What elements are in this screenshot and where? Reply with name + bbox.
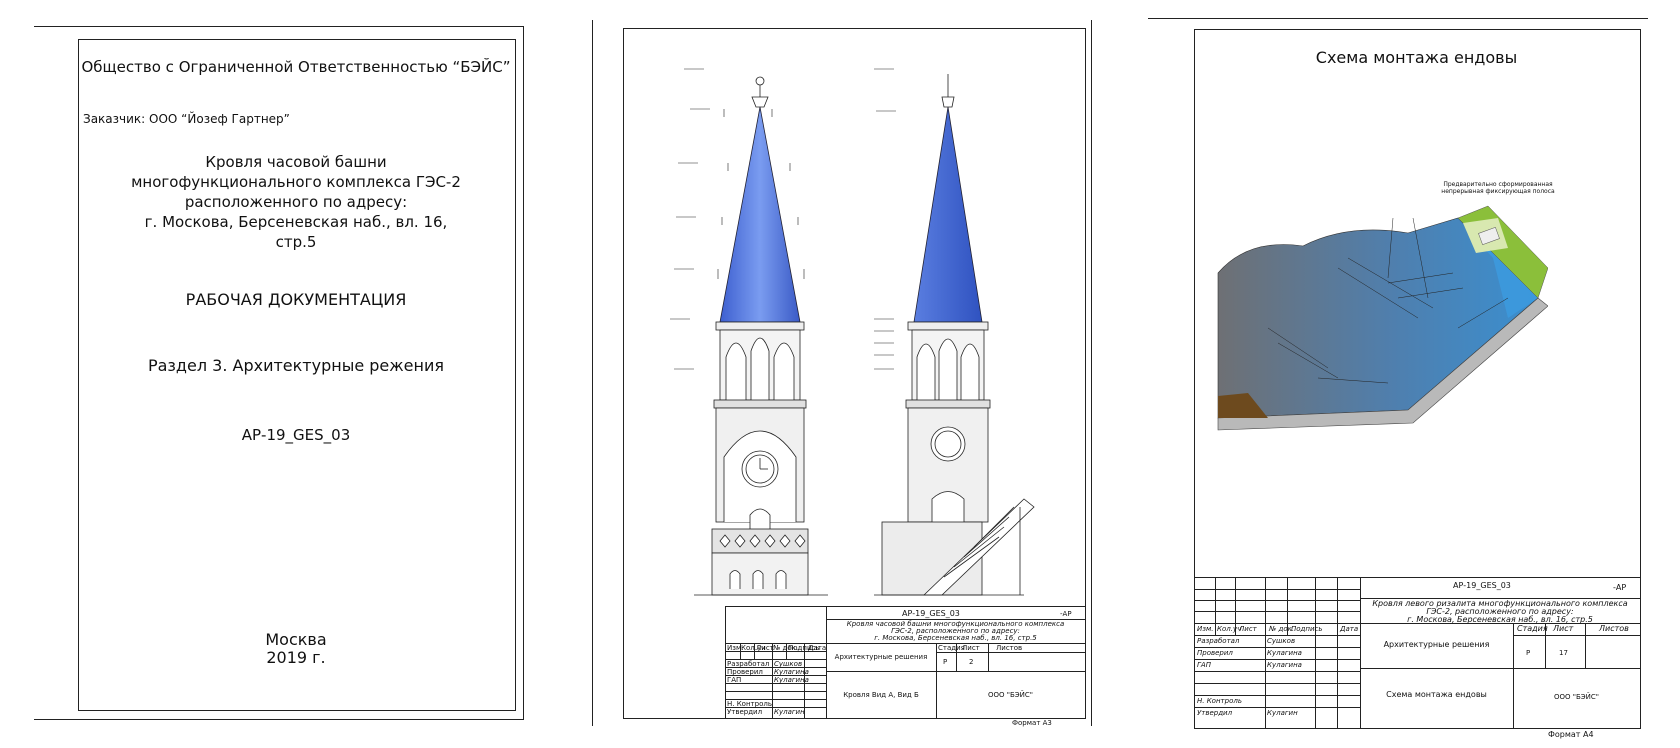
sheet2-format: Формат А3 [1012, 719, 1052, 727]
sheet3-name-checked: Кулагина [1267, 649, 1302, 657]
annotation-line-1: Предварительно сформированная [1443, 181, 1553, 188]
sheet3-header-izm: Изм. [1197, 625, 1214, 633]
sheet3-stage-header: Стадия [1517, 624, 1548, 633]
sheet3-company: ООО "БЭЙС" [1553, 693, 1599, 701]
sheet2-role-checked: Проверил [727, 668, 763, 676]
sheet2-header-data: Дата [808, 644, 827, 652]
organization-name: Общество с Ограниченной Ответственностью… [81, 58, 511, 76]
sheet2-stage: Р [943, 658, 948, 666]
sheet3-role-ncontrol: Н. Контроль [1197, 697, 1242, 705]
valley-sheet: Схема монтажа ендовы Предварительно сфор… [1148, 18, 1648, 739]
sheet2-object: Кровля часовой башни многофункциональног… [826, 621, 1085, 642]
view-b [874, 74, 1035, 596]
sheet2-stage-header: Стадия [938, 644, 965, 652]
sheet2-sheet-header: Лист [962, 644, 980, 652]
sheet3-role-developed: Разработал [1197, 637, 1240, 645]
sheet3-sheet-header: Лист [1553, 624, 1574, 633]
object-line-4: г. Москова, Берсеневская наб., вл. 16, [144, 213, 448, 231]
object-line-5: стр.5 [275, 233, 317, 251]
sheet3-header-podpis: Подпись [1291, 625, 1323, 633]
sheet2-edge-left [592, 20, 593, 726]
sheet2-company: ООО "БЭЙС" [987, 691, 1033, 699]
sheet2-header-podpis: Подпись [788, 644, 820, 652]
sheet3-header-ndok: № док. [1269, 625, 1295, 633]
sheet2-object-line-1: Кровля часовой башни многофункциональног… [846, 620, 1065, 628]
sheet2-sheets-header: Листов [996, 644, 1023, 652]
sheet3-stage: Р [1526, 649, 1531, 657]
tower-elevations-drawing [670, 68, 1035, 596]
sheet3-role-checked: Проверил [1197, 649, 1233, 657]
sheet2-object-line-2: ГЭС-2, расположенного по адресу: [891, 627, 1020, 635]
sheet2-name-gap: Кулагина [774, 676, 809, 684]
city: Москва [265, 630, 327, 649]
section-title: Раздел 3. Архитектурные режения [147, 356, 445, 375]
customer-line: Заказчик: ООО “Йозеф Гартнер” [83, 112, 290, 126]
sheet-edge-bottom [34, 719, 524, 720]
sheet2-name-developed: Сушков [774, 660, 803, 668]
sheet-edge-top [34, 26, 524, 27]
sheet3-sheets-header: Листов [1599, 624, 1629, 633]
sheet2-section: Архитектурные решения [834, 653, 928, 661]
sheet-edge-right [523, 26, 524, 720]
sheet3-object: Кровля левого ризалита многофункциональн… [1360, 600, 1640, 624]
object-line-2: многофункционального комплекса ГЭС-2 [131, 173, 461, 191]
view-a [694, 76, 828, 596]
sheet2-drawing-title: Кровля Вид А, Вид Б [843, 691, 919, 699]
title-block-sheet3: АР-19_GES_03 -АР Кровля левого ризалита … [1194, 577, 1641, 729]
object-line-3: расположенного по адресу: [184, 193, 408, 211]
sheet2-edge-right [1091, 20, 1092, 726]
title-block-sheet2: АР-19_GES_03 -АР Кровля часовой башни мн… [725, 606, 1086, 719]
sheet2-name-approved: Кулагин [774, 708, 805, 716]
object-line-1: Кровля часовой башни [205, 153, 387, 171]
document-code: АР-19_GES_03 [241, 426, 351, 444]
annotation-line-2: непрерывная фиксирующая полоса [1441, 188, 1555, 195]
sheet2-sheet-number: 2 [969, 658, 974, 666]
sheet3-role-gap: ГАП [1197, 661, 1211, 669]
sheet2-header-izm: Изм. [727, 644, 744, 652]
sheet3-name-gap: Кулагина [1267, 661, 1302, 669]
sheet3-name-approved: Кулагин [1267, 709, 1298, 717]
level-marks-a [670, 68, 805, 370]
sheet3-sheet-number: 17 [1559, 649, 1568, 657]
sheet2-suffix: -АР [1060, 610, 1072, 618]
sheet3-role-approved: Утвердил [1197, 709, 1233, 717]
sheet2-object-line-3: г. Москова, Берсеневская наб., вл. 16, с… [874, 634, 1037, 642]
sheet3-drawing-title: Схема монтажа ендовы [1386, 690, 1487, 699]
valley-annotation: Предварительно сформированная непрерывна… [1438, 181, 1558, 195]
object-description: Кровля часовой башни многофункциональног… [78, 152, 514, 252]
sheet3-object-line-1: Кровля левого ризалита многофункциональн… [1372, 599, 1628, 608]
sheet3-code: АР-19_GES_03 [1453, 581, 1511, 590]
sheet3-suffix: -АР [1613, 583, 1627, 592]
sheet3-name-developed: Сушков [1267, 637, 1296, 645]
document-type: РАБОЧАЯ ДОКУМЕНТАЦИЯ [185, 290, 407, 309]
valley-3d-drawing [1217, 205, 1548, 431]
sheet2-code: АР-19_GES_03 [902, 609, 960, 618]
elevation-sheet: АР-19_GES_03 -АР Кровля часовой башни мн… [592, 20, 1092, 727]
year: 2019 г. [266, 648, 326, 667]
sheet3-header-data: Дата [1340, 625, 1359, 633]
sheet2-header-koluch: Кол.уч [741, 644, 766, 652]
sheet3-format: Формат А4 [1548, 730, 1594, 739]
level-marks-b [874, 68, 896, 370]
title-sheet: Общество с Ограниченной Ответственностью… [34, 26, 524, 720]
sheet2-role-ncontrol: Н. Контроль [727, 700, 772, 708]
title-frame [78, 39, 516, 711]
sheet3-object-line-3: г. Москова, Берсеневская наб., вл. 16, с… [1407, 615, 1593, 624]
sheet2-header-ndok: № док. [773, 644, 799, 652]
sheet3-edge-top [1148, 18, 1648, 19]
sheet2-header-list: Лист [756, 644, 774, 652]
sheet3-section: Архитектурные решения [1383, 640, 1490, 649]
valley-title: Схема монтажа ендовы [1315, 48, 1518, 67]
sheet2-name-checked: Кулагина [774, 668, 809, 676]
sheet2-role-approved: Утвердил [727, 708, 763, 716]
sheet3-header-koluch: Кол.уч [1217, 625, 1242, 633]
sheet2-role-developed: Разработал [727, 660, 770, 668]
sheet2-role-gap: ГАП [727, 676, 742, 684]
sheet3-object-line-2: ГЭС-2, расположенного по адресу: [1426, 607, 1574, 616]
sheet3-header-list: Лист [1239, 625, 1257, 633]
